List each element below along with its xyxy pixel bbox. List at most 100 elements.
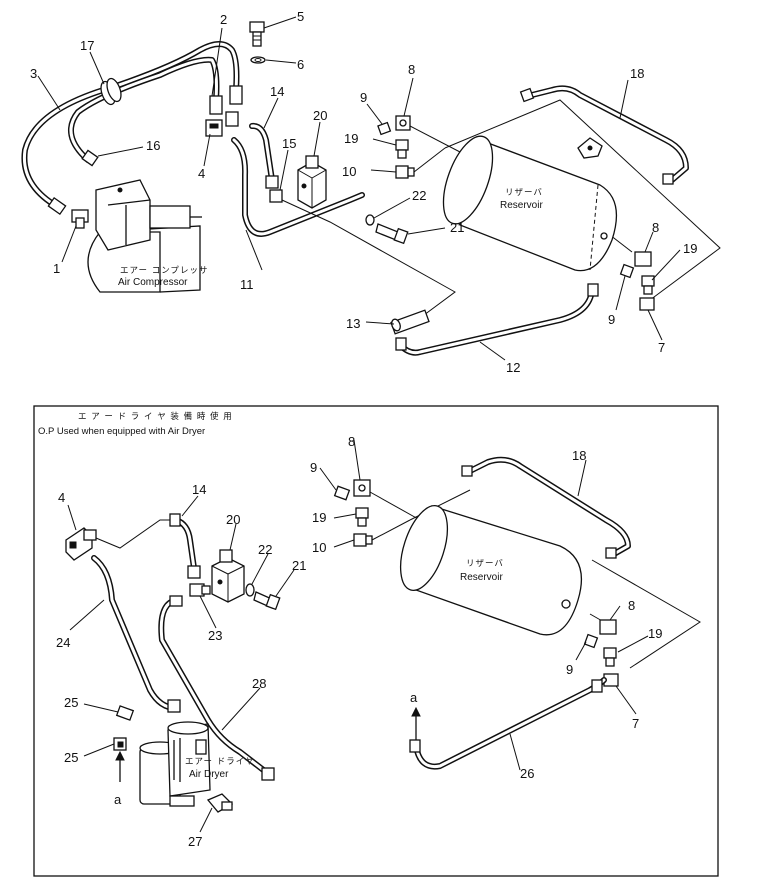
callout-12: 12 (506, 360, 520, 375)
connector-9-lower (333, 485, 351, 501)
bolt-5 (249, 21, 265, 47)
callout-2: 2 (220, 12, 227, 27)
callout-21-lower: 21 (292, 558, 306, 573)
callout-15: 15 (282, 136, 296, 151)
callout-20-top: 20 (313, 108, 327, 123)
callout-17: 17 (80, 38, 94, 53)
tube-18-lower (461, 456, 631, 559)
callout-8-top: 8 (408, 62, 415, 77)
tube-14-lower (95, 513, 201, 579)
option-box-frame (33, 405, 719, 877)
air-compressor: エアー コンプレッサ Air Compressor (87, 179, 208, 293)
drain-valve-13 (390, 309, 430, 335)
callout-3: 3 (30, 66, 37, 81)
callout-21-top: 21 (450, 220, 464, 235)
connector-15 (269, 189, 283, 203)
callout-19-lower: 19 (312, 510, 326, 525)
connector-9-top (377, 121, 392, 136)
callout-14-top: 14 (270, 84, 284, 99)
callout-24: 24 (56, 635, 70, 650)
callout-19-top: 19 (344, 131, 358, 146)
elbow-7-top (639, 297, 655, 311)
option-box: エ ア ー ド ラ イ ヤ 装 備 時 使 用 O.P Used when eq… (33, 405, 719, 877)
reservoir-lower-label-en: Reservoir (460, 572, 503, 583)
elbow-10-lower (353, 533, 373, 547)
reservoir-lower-label-jp: リザーバ (466, 559, 504, 569)
hose-3 (21, 41, 240, 210)
elbow-4 (205, 119, 223, 137)
washer-6 (250, 56, 266, 64)
tube-11 (231, 137, 365, 237)
bolt-21 (375, 223, 409, 245)
callout-26: 26 (520, 766, 534, 781)
washer-22 (365, 214, 375, 226)
callout-16: 16 (146, 138, 160, 153)
callout-11: 11 (240, 277, 254, 292)
callout-7-lower: 7 (632, 716, 639, 731)
elbow-8-lower (353, 479, 371, 497)
callout-14-lower: 14 (192, 482, 206, 497)
compressor-label-en: Air Compressor (118, 277, 188, 288)
callout-9-lower: 9 (310, 460, 317, 475)
upper-assembly: エアー コンプレッサ Air Compressor (21, 9, 721, 375)
callout-25-lower: 25 (64, 750, 78, 765)
elbow-8-right (634, 251, 652, 267)
leader-lines-top (37, 16, 681, 361)
clamp-17 (100, 77, 122, 106)
callout-18-top: 18 (630, 66, 644, 81)
callout-a-left: a (114, 792, 122, 807)
dryer-label-jp: エアー ドライヤ (185, 757, 254, 767)
valve-20 (297, 155, 327, 209)
tube-26 (409, 677, 607, 770)
callout-23: 23 (208, 628, 222, 643)
callout-7-top: 7 (658, 340, 665, 355)
fitting-25-lower (113, 737, 127, 751)
callout-10-lower: 10 (312, 540, 326, 555)
callouts-lower: 4 14 20 22 21 23 24 28 25 25 a 27 a 26 1… (56, 434, 662, 849)
reservoir-top: リザーバ Reservoir (442, 135, 618, 272)
callout-5: 5 (297, 9, 304, 24)
reservoir-label-jp: リザーバ (505, 188, 543, 198)
dryer-label-en: Air Dryer (189, 769, 229, 780)
callout-22-top: 22 (412, 188, 426, 203)
valve-20-lower (211, 549, 245, 603)
nipple-19-lower (355, 507, 369, 527)
elbow-4-lower (65, 527, 97, 561)
nipple-19-right (641, 275, 655, 295)
connector-9-right (619, 263, 635, 279)
tube-18-top (519, 85, 689, 185)
connector-9-right-lower (583, 633, 599, 649)
arrow-a-right (411, 706, 421, 740)
callout-1: 1 (53, 261, 60, 276)
callout-6: 6 (297, 57, 304, 72)
arrow-a-left (115, 750, 125, 782)
nipple-19-top (395, 139, 409, 159)
tube-24 (91, 555, 179, 711)
callout-19-right: 19 (683, 241, 697, 256)
callout-a-right: a (410, 690, 418, 705)
fitting-25-upper (115, 705, 135, 721)
callout-4-lower: 4 (58, 490, 65, 505)
callout-20-lower: 20 (226, 512, 240, 527)
callout-9-right: 9 (608, 312, 615, 327)
callout-4: 4 (198, 166, 205, 181)
compressor-label-jp: エアー コンプレッサ (120, 266, 208, 276)
hose-2 (67, 56, 220, 163)
callout-8-right-lower: 8 (628, 598, 635, 613)
hose-end-fittings (47, 85, 243, 216)
flow-lines-top (281, 99, 721, 319)
callouts-top: 1 2 3 4 5 6 7 8 9 10 11 12 13 14 15 16 1… (30, 9, 697, 375)
callout-8-right: 8 (652, 220, 659, 235)
callout-27: 27 (188, 834, 202, 849)
elbow-8-right-lower (599, 619, 617, 635)
callout-9-right-lower: 9 (566, 662, 573, 677)
callout-28: 28 (252, 676, 266, 691)
nipple-19-right-lower (603, 647, 617, 667)
callout-13: 13 (346, 316, 360, 331)
elbow-27 (206, 793, 234, 813)
reservoir-lower: リザーバ Reservoir (399, 505, 582, 636)
tube-14 (249, 122, 279, 189)
bolt-21-lower (253, 591, 281, 611)
tube-28 (158, 595, 275, 781)
elbow-10-top (395, 165, 415, 179)
